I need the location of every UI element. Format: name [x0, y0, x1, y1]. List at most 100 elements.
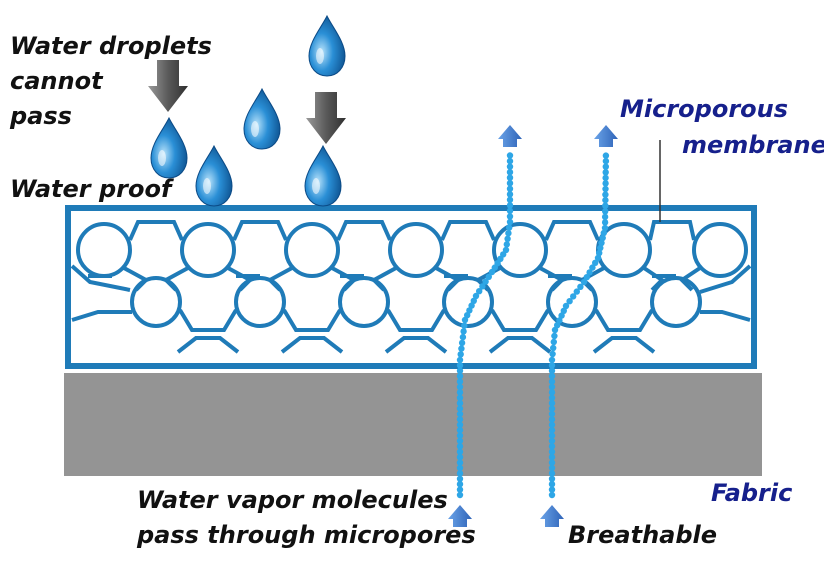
vapor-molecule: [548, 491, 556, 499]
vapor-molecule: [548, 486, 556, 493]
vapor-molecule: [548, 421, 556, 428]
vapor-molecule: [458, 339, 466, 347]
up-arrow-icon: [498, 125, 522, 147]
vapor-molecule: [506, 163, 514, 170]
vapor-molecule: [456, 486, 464, 493]
vapor-molecule: [505, 230, 512, 237]
vapor-molecule: [548, 432, 556, 439]
vapor-molecule: [589, 264, 596, 271]
vapor-molecule: [456, 373, 464, 380]
breathable-label: Breathable: [568, 521, 717, 549]
vapor-molecule: [602, 152, 610, 159]
vapor-molecule: [456, 416, 464, 423]
vapor-paths: [456, 152, 610, 499]
vapor-molecule: [504, 235, 511, 242]
vapor-molecule: [548, 356, 556, 364]
vapor-molecule: [577, 283, 584, 290]
vapor-molecule: [566, 298, 573, 305]
vapor-molecule: [601, 224, 609, 232]
vapor-molecule: [583, 274, 590, 281]
droplets-label-line3: pass: [9, 102, 72, 130]
vapor-molecule: [556, 317, 563, 324]
vapor-molecule: [472, 292, 480, 300]
down-arrow-icon: [148, 60, 188, 112]
vapor-molecule: [548, 459, 556, 466]
vapor-molecule: [468, 302, 475, 309]
vapor-molecule: [548, 470, 556, 477]
vapor-molecule: [456, 367, 464, 374]
vapor-molecule: [456, 378, 464, 385]
vapor-molecule: [549, 350, 556, 358]
vapor-molecule: [503, 241, 510, 248]
vapor-molecule: [602, 208, 609, 215]
vapor-molecule: [460, 328, 467, 335]
up-arrow-icon: [540, 505, 564, 527]
vapor-molecule: [506, 202, 514, 209]
vapor-molecule: [573, 288, 580, 295]
vapor-molecule: [506, 152, 514, 159]
vapor-molecule: [461, 316, 469, 324]
vapor-molecule: [599, 234, 606, 242]
vapor-molecule: [456, 470, 464, 477]
water-droplet-icon: [195, 144, 233, 207]
vapor-molecule: [456, 491, 464, 499]
down-arrow-icon: [306, 92, 346, 144]
up-arrow-icon: [448, 505, 472, 527]
vapor-molecule: [506, 196, 514, 203]
vapor-molecule: [456, 443, 464, 450]
vapor-molecule: [598, 239, 605, 247]
water-droplet-icon: [304, 144, 342, 207]
vapor-molecule: [502, 246, 510, 254]
vapor-molecule: [456, 400, 464, 407]
vapor-molecule: [506, 207, 514, 215]
vapor-molecule: [456, 405, 464, 412]
vapor-molecule: [548, 383, 556, 391]
vapor-molecule: [456, 356, 464, 364]
vapor-molecule: [456, 383, 464, 391]
vapor-molecule: [548, 464, 556, 472]
vapor-molecule: [506, 174, 514, 181]
vapor-molecule: [548, 367, 556, 374]
water-droplet-icon: [243, 87, 281, 150]
vapor-molecule: [602, 169, 609, 176]
vapor-molecule: [464, 312, 471, 319]
vapor-molecule: [601, 213, 609, 221]
waterproof-label: Water proof: [10, 175, 174, 203]
vapor-molecule: [548, 448, 556, 455]
vapor-molecule: [601, 219, 609, 226]
fabric-label: Fabric: [711, 479, 792, 507]
vapor-molecule: [550, 338, 557, 346]
droplets-label-line1: Water droplets: [10, 32, 212, 60]
vapor-molecule: [459, 333, 467, 341]
membrane-label-line1: Microporous: [620, 95, 788, 123]
membrane-label-line2: membrane: [682, 131, 824, 159]
vapor-molecule: [586, 269, 593, 276]
vapor-molecule: [548, 454, 556, 461]
droplets-label-line2: cannot: [10, 67, 104, 95]
vapor-molecule: [456, 410, 464, 418]
vapor-molecule: [456, 421, 464, 428]
vapor-molecule: [554, 322, 561, 329]
vapor-molecule: [562, 302, 570, 310]
vapor-molecule: [548, 394, 556, 401]
vapor-molecule: [602, 202, 609, 209]
vapor-molecule: [594, 254, 602, 262]
vapor-molecule: [456, 437, 464, 445]
vapor-molecule: [548, 437, 556, 445]
vapor-molecule: [456, 464, 464, 472]
vapor-molecule: [548, 481, 556, 488]
vapor-molecule: [485, 273, 492, 280]
vapor-molecule: [456, 448, 464, 455]
vapor-molecule: [458, 345, 465, 352]
vapor-molecule: [456, 427, 464, 434]
vapor-molecule: [456, 459, 464, 466]
vapor-molecule: [461, 322, 468, 329]
vapor-molecule: [548, 410, 556, 418]
vapor-molecule: [506, 185, 514, 192]
vapor-molecule: [457, 351, 464, 358]
vapor-molecule: [592, 259, 599, 266]
vapor-molecule: [456, 475, 464, 482]
vapor-molecule: [476, 288, 483, 295]
vapor-molecule: [602, 174, 609, 182]
vapor-molecule: [548, 400, 556, 407]
